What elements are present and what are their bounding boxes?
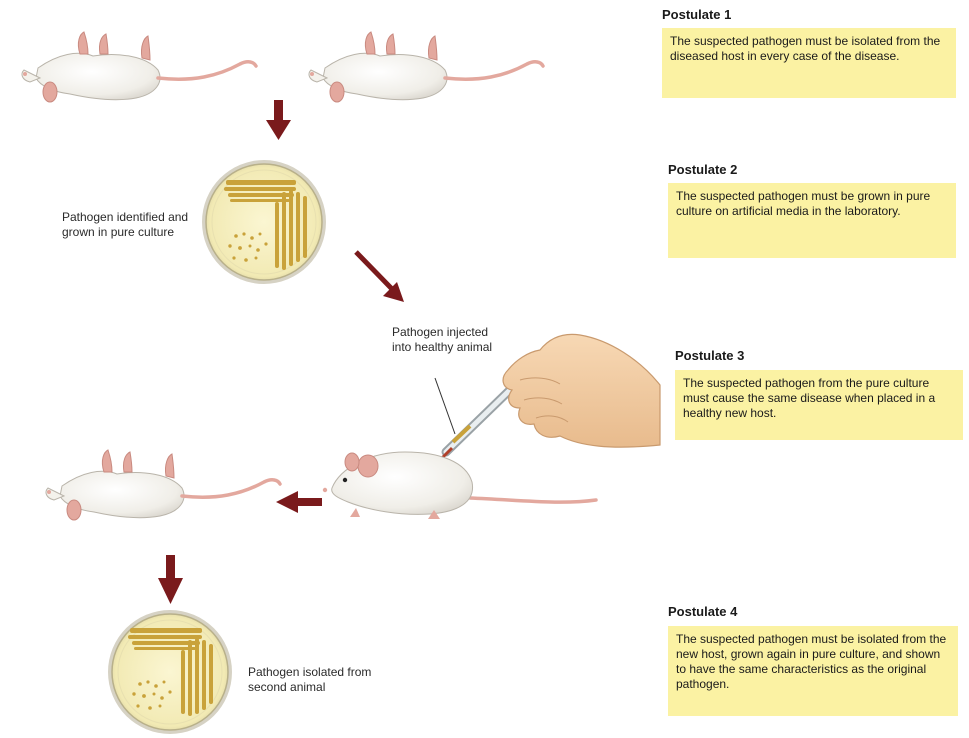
caption-isolated: Pathogen isolated from second animal (248, 665, 388, 695)
diseased-mouse-2 (309, 32, 543, 102)
petri-dish-1 (202, 160, 326, 284)
postulate-1-text: The suspected pathogen must be isolated … (662, 28, 956, 98)
postulate-4-text: The suspected pathogen must be isolated … (668, 626, 958, 716)
arrow-diagonal (356, 252, 404, 302)
postulate-1-title: Postulate 1 (662, 7, 731, 22)
diseased-mouse-3 (46, 450, 280, 520)
postulate-2-title: Postulate 2 (668, 162, 737, 177)
arrow-down-1 (266, 100, 291, 140)
caption-injected: Pathogen injected into healthy animal (392, 325, 502, 355)
postulate-3-title: Postulate 3 (675, 348, 744, 363)
diseased-mouse-1 (22, 32, 256, 102)
postulate-2-text: The suspected pathogen must be grown in … (668, 183, 956, 258)
healthy-mouse (323, 452, 596, 519)
postulate-4-title: Postulate 4 (668, 604, 737, 619)
arrow-left (276, 491, 322, 513)
injection-pointer (435, 378, 455, 434)
arrow-down-2 (158, 555, 183, 604)
postulate-3-text: The suspected pathogen from the pure cul… (675, 370, 963, 440)
hand-icon (503, 334, 660, 447)
petri-dish-2 (108, 610, 232, 734)
caption-grown: Pathogen identified and grown in pure cu… (62, 210, 197, 240)
